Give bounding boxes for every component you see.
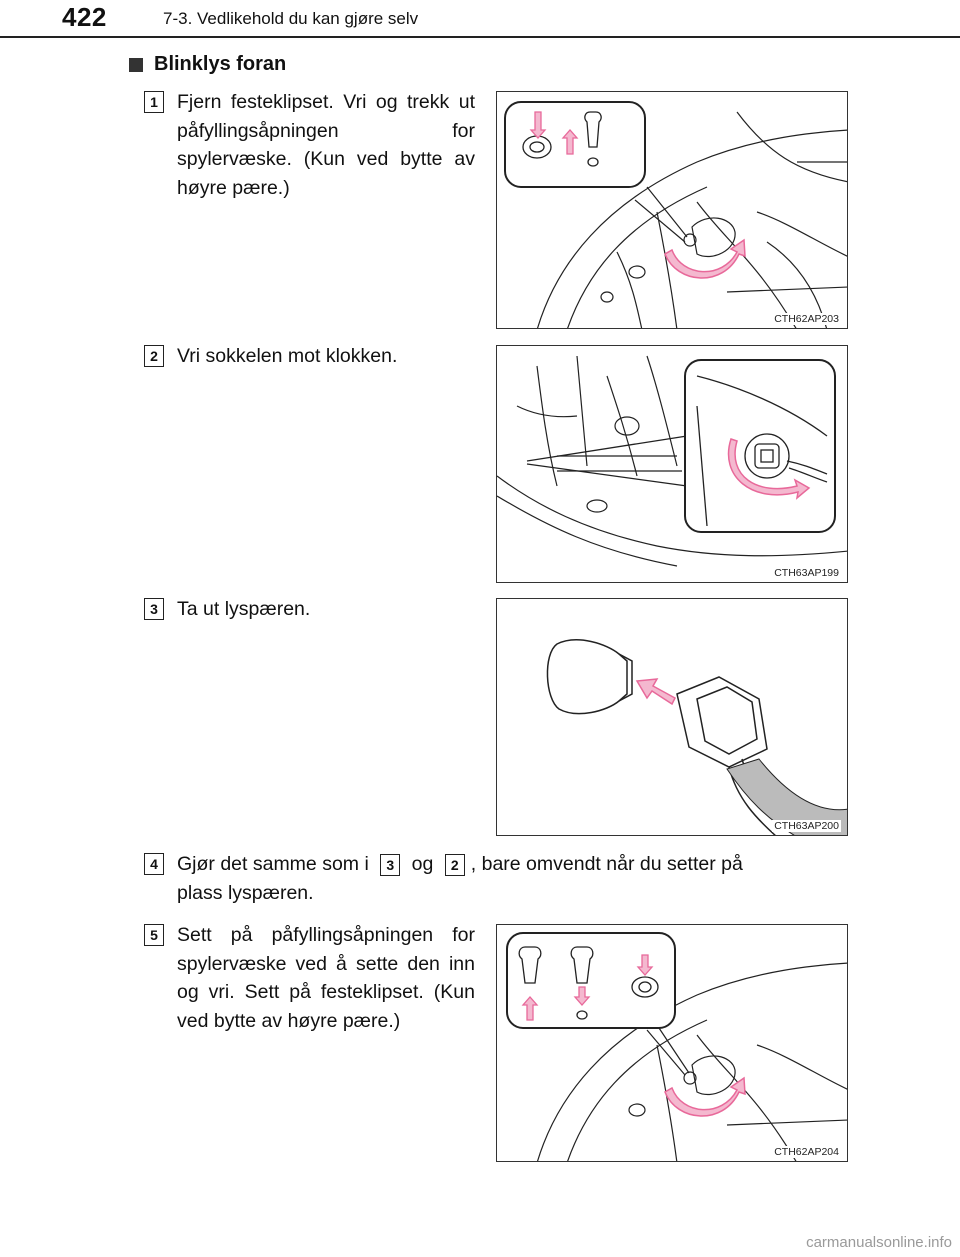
step-text-1: Fjern festeklipset. Vri og trekk ut påfy… (177, 91, 475, 199)
engine-bay-clip-illustration (504, 101, 847, 328)
step-4-text-part-b: og (411, 853, 434, 875)
step-number-4: 4 (144, 853, 164, 875)
watermark: carmanualsonline.info (806, 1234, 952, 1251)
step-text-5: Sett på påfyllingsåpningen for spylervæs… (177, 924, 475, 1032)
figure-code-3: CTH63AP200 (772, 820, 841, 832)
step-number-5: 5 (144, 924, 164, 946)
step-ref-2: 2 (444, 853, 465, 876)
figure-step-2: CTH63AP199 (496, 345, 848, 583)
square-bullet-icon (129, 57, 143, 72)
step-number-1: 1 (144, 91, 164, 113)
clip-install-illustration (506, 932, 847, 1161)
section-title: Blinklys foran (154, 53, 287, 75)
step-4-text-part-a: Gjør det samme som i (177, 853, 369, 875)
step-4-text-part-c: , bare omvendt når du setter på (470, 853, 743, 875)
figure-code-5: CTH62AP204 (772, 1146, 841, 1158)
bulb-removal-illustration (546, 639, 847, 835)
figure-code-1: CTH62AP203 (772, 313, 841, 325)
step-text-3: Ta ut lyspæren. (177, 598, 311, 620)
page-number: 422 (62, 2, 107, 32)
step-text-2: Vri sokkelen mot klokken. (177, 345, 398, 367)
figure-step-1: CTH62AP203 (496, 91, 848, 329)
figure-step-3: CTH63AP200 (496, 598, 848, 836)
section-heading: Blinklys foran (129, 53, 286, 76)
figure-code-2: CTH63AP199 (772, 567, 841, 579)
step-number-2: 2 (144, 345, 164, 367)
figure-step-5: CTH62AP204 (496, 924, 848, 1162)
page-header: 422 7-3. Vedlikehold du kan gjøre selv (0, 0, 960, 38)
step-4-text-part-d: plass lyspæren. (177, 881, 314, 904)
step-text-4: Gjør det samme som i 3 og 2, bare omvend… (177, 850, 857, 907)
socket-rotation-illustration (497, 355, 847, 567)
header-rule (0, 36, 960, 38)
step-ref-3: 3 (380, 853, 401, 876)
chapter-title: 7-3. Vedlikehold du kan gjøre selv (163, 9, 419, 28)
step-number-3: 3 (144, 598, 164, 620)
